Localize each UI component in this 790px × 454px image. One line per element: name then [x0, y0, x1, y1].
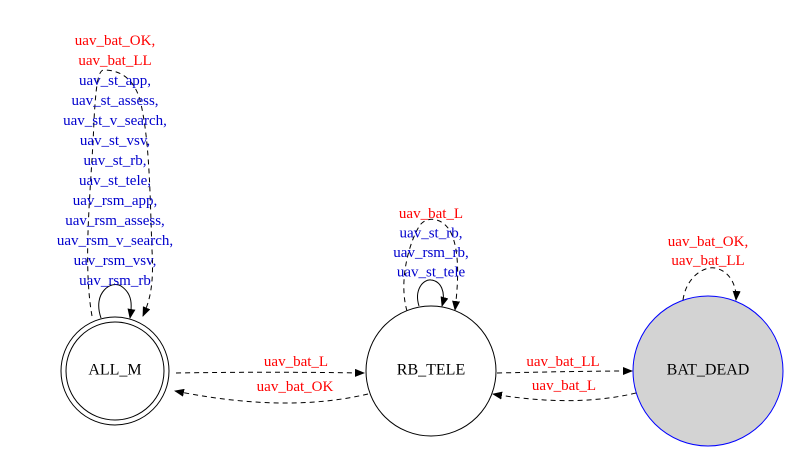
edge-label-line: uav_rsm_rb [79, 273, 151, 289]
edge-label-rb-tele-to-all-m: uav_bat_OK [257, 379, 334, 395]
edge-all-m-to-rb-tele [175, 368, 365, 377]
edge-label-bat-dead-self: uav_bat_OK, uav_bat_LL [668, 234, 748, 269]
node-bat-dead: BAT_DEAD [632, 295, 784, 447]
edge-label-line: uav_bat_OK [257, 379, 334, 395]
edge-label-line: uav_bat_OK, [668, 234, 748, 250]
node-rb-tele: RB_TELE [365, 305, 497, 437]
edge-label-line: uav_st_v_search, [63, 113, 167, 129]
edge-label-line: uav_rsm_rb, [393, 245, 468, 261]
edge-rb-tele-self-solid [417, 279, 449, 307]
edge-all-m-self-solid [98, 284, 136, 319]
edge-label-line: uav_bat_OK, [75, 33, 155, 49]
edge-all-m-self-dashed [87, 69, 153, 317]
edge-label-bat-dead-to-rb-tele: uav_bat_L [532, 378, 596, 394]
edge-label-line: uav_bat_LL [526, 354, 599, 370]
edge-label-line: uav_st_assess, [71, 93, 158, 109]
edge-label-line: uav_st_vsv, [80, 133, 150, 149]
node-rb-tele-label: RB_TELE [397, 362, 465, 379]
edge-label-all-m-to-rb-tele: uav_bat_L [264, 354, 328, 370]
node-rb-tele-circle [365, 305, 497, 437]
node-all-m-label: ALL_M [88, 362, 141, 379]
node-bat-dead-circle [632, 295, 784, 447]
node-bat-dead-label: BAT_DEAD [667, 362, 750, 379]
edge-bat-dead-self-dashed [682, 267, 741, 301]
edge-label-rb-tele-to-bat-dead: uav_bat_LL [526, 354, 599, 370]
edge-label-line: uav_rsm_assess, [65, 213, 165, 229]
edge-label-line: uav_st_app, [79, 73, 151, 89]
edge-label-line: uav_rsm_v_search, [57, 233, 173, 249]
edge-label-line: uav_st_tele [397, 265, 466, 281]
edge-label-line: uav_bat_LL [78, 53, 151, 69]
edge-rb-tele-to-all-m [174, 388, 369, 404]
edge-label-line: uav_st_rb, [84, 153, 147, 169]
edge-label-line: uav_bat_L [399, 206, 463, 222]
edge-label-line: uav_bat_L [264, 354, 328, 370]
edge-bat-dead-to-rb-tele [492, 391, 637, 402]
node-all-m-inner-ring [65, 321, 165, 421]
edge-label-line: uav_bat_LL [671, 253, 744, 269]
edge-rb-tele-self-dashed [403, 218, 461, 312]
edge-rb-tele-to-bat-dead [496, 367, 633, 376]
edge-label-line: uav_bat_L [532, 378, 596, 394]
edge-label-line: uav_st_tele, [79, 173, 151, 189]
edge-label-line: uav_st_rb, [400, 226, 463, 242]
edge-label-rb-tele-self: uav_bat_L uav_st_rb, uav_rsm_rb, uav_st_tel… [393, 206, 468, 281]
edge-label-line: uav_rsm_app, [73, 193, 158, 209]
node-all-m: ALL_M [60, 316, 170, 426]
edge-label-all-m-self: uav_bat_OK, uav_bat_LL uav_st_app, uav_st_a… [57, 33, 173, 289]
edge-label-line: uav_rsm_vsv, [74, 253, 157, 269]
